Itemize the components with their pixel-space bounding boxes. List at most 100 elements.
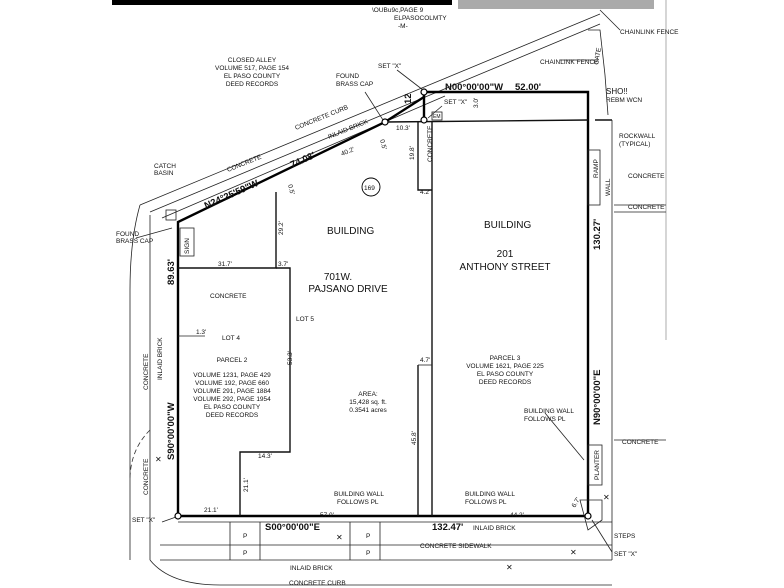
concrete-diag-label: CONCRETE [226, 153, 263, 173]
dim-0-5a: 0.5' [378, 139, 387, 151]
dim-6-7: 6.7' [571, 497, 582, 509]
tile-p-4: P [366, 550, 370, 557]
dim-1-3: 1.3' [196, 329, 206, 336]
bearing-diagonal: N24°25'59"W [203, 178, 261, 212]
concrete-left-lower-1: CONCRETE [143, 353, 150, 390]
lot4-label: LOT 4 [222, 335, 240, 342]
parcel2-7: DEED RECORDS [206, 412, 259, 419]
brass-cap-leader [135, 227, 173, 239]
concrete-right-3: CONCRETE [622, 439, 659, 446]
area-2: 15,428 sq. ft. [349, 399, 387, 406]
area-1: AREA: [358, 391, 378, 398]
chainlink-fence-top-label: CHAINLINK FENCE [620, 29, 679, 36]
set-x-leader-mid [427, 105, 443, 119]
lot5-label: LOT 5 [296, 316, 314, 323]
concrete-left-box: CONCRETE [210, 293, 247, 300]
closed-alley-2: VOLUME 517, PAGE 154 [215, 65, 289, 72]
dim-10-3: 10.3' [396, 125, 410, 132]
distance-right: 130.27' [592, 219, 603, 250]
found-brass-cap-top-2: BRASS CAP [336, 81, 373, 88]
inlaid-brick-bottom-1: INLAID BRICK [473, 525, 516, 532]
inlaid-brick-bottom-2: INLAID BRICK [290, 565, 333, 572]
catch-basin-1: CATCH [154, 163, 176, 170]
building-left-label: BUILDING [327, 226, 374, 237]
north-wall [384, 119, 589, 123]
svg-text:✕: ✕ [336, 533, 343, 542]
distance-left: 89.63' [166, 259, 177, 285]
distance-top: 52.00' [515, 82, 541, 93]
bldg-left-notch [239, 267, 291, 516]
rockwall-2: (TYPICAL) [619, 141, 650, 148]
dim-45-8: 45.8' [411, 431, 418, 445]
concrete-right-2: CONCRETE [628, 204, 665, 211]
dim-53-3: 53.3' [287, 351, 294, 365]
em-box [431, 111, 443, 121]
shop-label-2: REBM WCN [606, 97, 642, 104]
set-x-leader-bottom [591, 519, 613, 553]
dim-21-1-vert: 21.1' [243, 478, 250, 492]
address-left-1: 701W. [324, 272, 352, 283]
set-x-left-label: SET "X" [132, 517, 156, 524]
dim-21-1: 21.1' [204, 507, 218, 514]
dim-3-0: 3.0' [473, 98, 480, 108]
dim-40-2: 40.2' [340, 146, 356, 158]
fence-leader [599, 9, 621, 31]
set-x-mid-label: SET "X" [444, 99, 468, 106]
left-arc [129, 429, 151, 481]
closed-alley-4: DEED RECORDS [226, 81, 279, 88]
closed-alley-1: CLOSED ALLEY [228, 57, 277, 64]
sign-label: SIGN [184, 238, 191, 254]
parcel3-2: VOLUME 1621, PAGE 225 [466, 363, 544, 370]
parcel3-1: PARCEL 3 [490, 355, 521, 362]
bldg-corner [417, 122, 432, 191]
scan-edge-gray [458, 0, 654, 9]
parcel3-3: EL PASO COUNTY [477, 371, 534, 378]
concrete-right-1: CONCRETE [628, 173, 665, 180]
catch-basin-2: BASIN [154, 170, 174, 177]
fence-line [588, 29, 609, 116]
tile-p-1: P [243, 533, 247, 540]
concrete-curb-bottom: CONCRETE CURB [289, 580, 346, 587]
tile-p-3: P [366, 533, 370, 540]
catch-basin-box [165, 209, 177, 221]
bearing-left: S90°00'00"W [166, 402, 177, 460]
building-right-label: BUILDING [484, 220, 531, 231]
found-brass-cap-left-2: BRASS CAP [116, 238, 153, 245]
wall-label: WALL [605, 178, 612, 196]
bearing-bottom: S00°00'00"E [265, 522, 320, 533]
dim-19-8: 19.8' [409, 146, 416, 160]
address-right-2: ANTHONY STREET [460, 262, 551, 273]
parcel2-1: PARCEL 2 [217, 357, 248, 364]
bwall-br-1: BUILDING WALL [465, 491, 515, 498]
bldg-left-inner [178, 192, 277, 269]
bwall-leader-r [544, 412, 585, 461]
dim-31-7: 31.7' [218, 261, 232, 268]
found-brass-cap-top-1: FOUND [336, 73, 359, 80]
header-line2: ELPASOCOLMTY [394, 15, 447, 22]
set-x-marker-right [584, 512, 592, 520]
parcel2-6: EL PASO COUNTY [204, 404, 261, 411]
dim-4-2: 4.2' [420, 189, 430, 196]
parcel2-2: VOLUME 1231, PAGE 429 [193, 372, 271, 379]
set-x-marker-left [174, 512, 182, 520]
brass-cap-marker [381, 118, 389, 126]
bwall-bl-1: BUILDING WALL [334, 491, 384, 498]
distance-bottom: 132.47' [432, 522, 463, 533]
sign-box [179, 227, 195, 257]
gate-label: GATE [593, 47, 603, 66]
concrete-left-lower-2: CONCRETE [143, 458, 150, 495]
curb-curve [129, 204, 141, 291]
steps-shape [579, 499, 603, 531]
distance-diagonal: 74.08' [289, 150, 317, 171]
parcel2-5: VOLUME 292, PAGE 1954 [193, 396, 271, 403]
bwall-right-1: BUILDING WALL [524, 408, 574, 415]
tree-symbols: ✕ ✕ ✕ ✕ ✕ [155, 455, 610, 572]
dim-3-7: 3.7' [278, 261, 288, 268]
dim-14-3: 14.3' [258, 453, 272, 460]
brick-line [161, 95, 446, 219]
found-brass-cap-left-1: FOUND [116, 231, 139, 238]
ramp-box [587, 149, 601, 206]
svg-text:✕: ✕ [506, 563, 513, 572]
circle-169 [361, 177, 381, 197]
